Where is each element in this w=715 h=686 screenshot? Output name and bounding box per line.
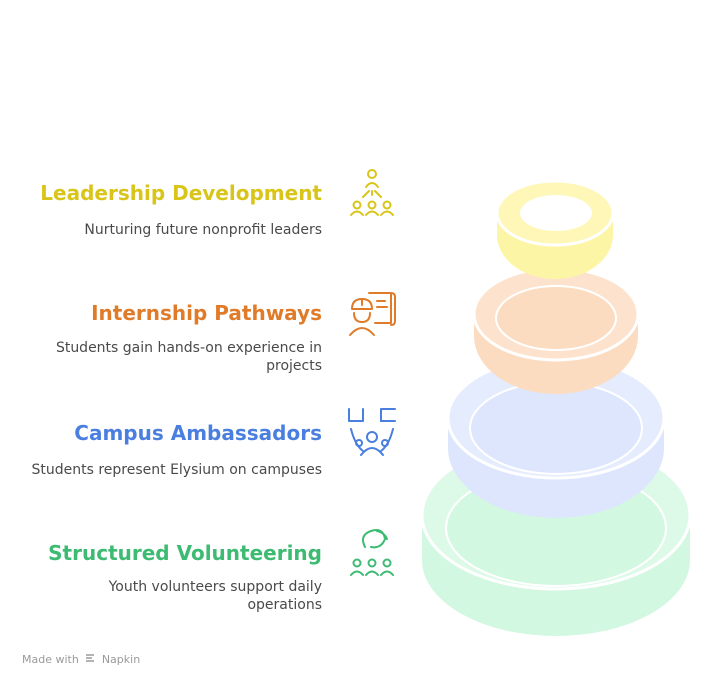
description-line: projects [266,358,322,374]
ring-orange [472,266,640,394]
campus-ambassadors-title: Campus Ambassadors [74,421,322,445]
description-line: Nurturing future nonprofit leaders [84,222,322,238]
leadership-development-title: Leadership Development [40,181,322,205]
leadership-development-description: Nurturing future nonprofit leaders [84,221,322,239]
internship-pathways-title: Internship Pathways [91,301,322,325]
volunteer-hands-icon [350,529,394,576]
hierarchy-people-icon [350,169,394,216]
description-line: operations [247,597,322,613]
description-line: Youth volunteers support daily [108,579,322,595]
ring-yellow [495,179,615,279]
made-with-napkin-footer: Made with Napkin [22,653,140,666]
napkin-logo-icon [86,654,95,662]
campus-ambassadors-description: Students represent Elysium on campuses [31,461,322,479]
made-with-label: Made with [22,653,79,666]
internship-pathways-description: Students gain hands-on experience in pro… [56,339,322,375]
description-line: Students represent Elysium on campuses [31,462,322,478]
group-presenting-icon [348,408,396,456]
structured-volunteering-description: Youth volunteers support daily operation… [109,578,322,614]
structured-volunteering-title: Structured Volunteering [48,541,322,565]
description-line: Students gain hands-on experience in [55,340,322,356]
worker-blueprint-icon [349,292,396,336]
napkin-brand-label: Napkin [101,653,141,666]
ring-blue [446,356,666,518]
